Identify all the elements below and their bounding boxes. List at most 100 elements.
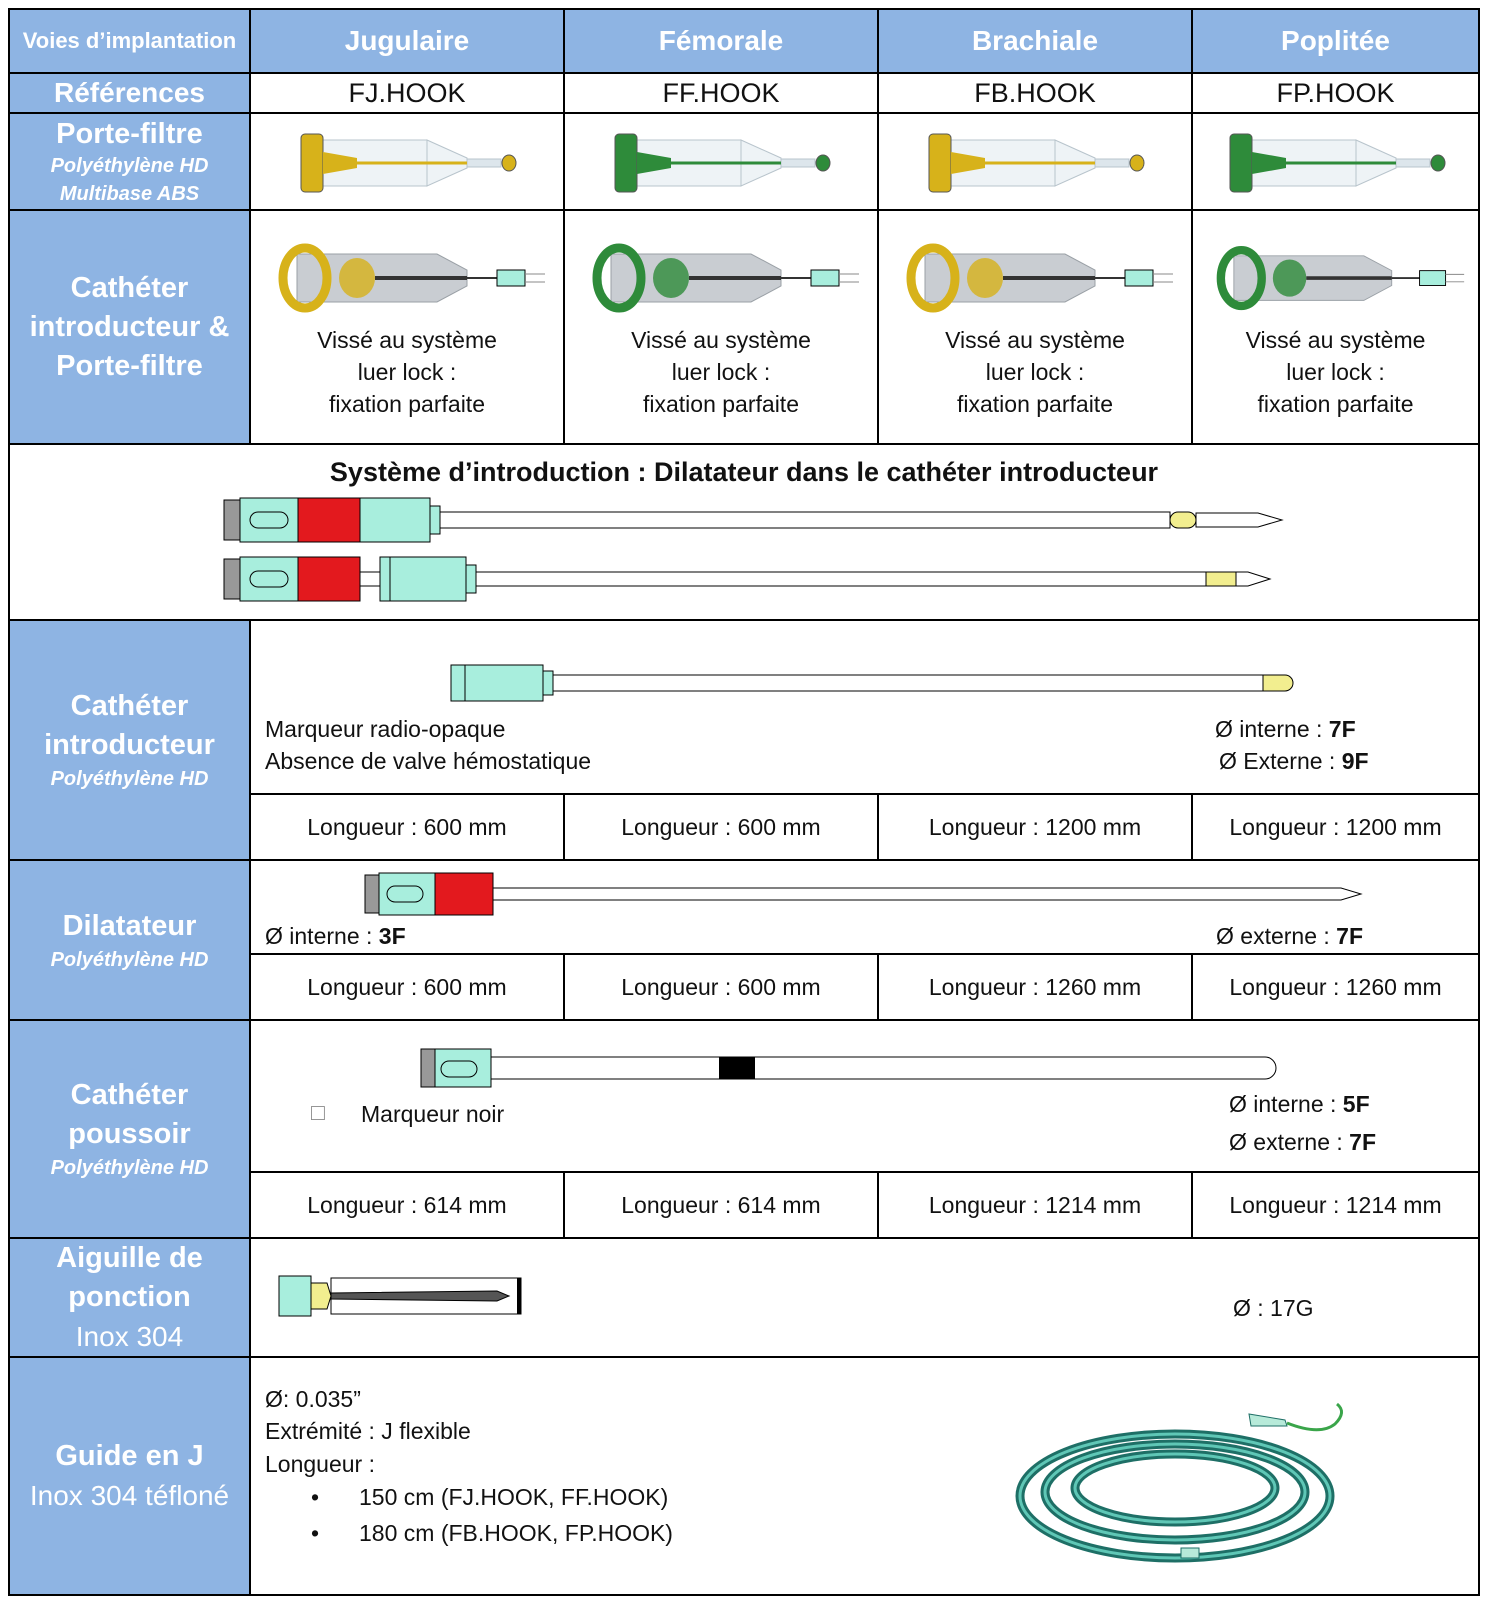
checkbox-icon: □ xyxy=(311,1099,325,1125)
catheter-intro-title-1: Cathéter xyxy=(70,690,189,722)
external-value: 7F xyxy=(1349,1129,1377,1155)
reference-fp: FP.HOOK xyxy=(1191,72,1480,114)
length-cell: Longueur : 600 mm xyxy=(249,793,565,861)
porte-filtre-image-cell xyxy=(249,112,565,211)
internal-value: 7F xyxy=(1328,716,1356,742)
vissé-line-2: luer lock : xyxy=(671,359,771,385)
aiguille-label: Aiguille de ponction Inox 304 xyxy=(8,1237,251,1358)
catheter-introducer-drawing xyxy=(450,664,1294,702)
poussoir-internal: Ø interne : 5F xyxy=(1229,1091,1370,1118)
poussoir-marker: Marqueur noir xyxy=(361,1101,505,1127)
guide-title: Guide en J xyxy=(55,1440,204,1472)
guide-row: Guide en J Inox 304 téfloné Ø: 0.035” Ex… xyxy=(8,1356,1480,1596)
catheter-intro-detail: Marqueur radio-opaque Absence de valve h… xyxy=(249,619,1480,795)
porte-filtre-material-2: Multibase ABS xyxy=(59,182,200,205)
header-row: Voies d’implantation Jugulaire Fémorale … xyxy=(8,8,1480,74)
length-cell: Longueur : 1214 mm xyxy=(1191,1171,1480,1239)
internal-label: Ø interne : xyxy=(265,923,379,949)
porte-filtre-material-1: Polyéthylène HD xyxy=(50,154,209,177)
filter-holder-image xyxy=(614,133,831,192)
dilatateur-internal: Ø interne : 3F xyxy=(265,923,406,950)
catheter-holder-image xyxy=(1216,246,1464,311)
vissé-line-1: Vissé au système xyxy=(631,327,811,353)
catheter-porte-title-3: Porte-filtre xyxy=(56,349,203,382)
catheter-porte-title-1: Cathéter xyxy=(70,271,189,304)
catheter-porte-cell: Vissé au système luer lock : fixation pa… xyxy=(1191,209,1480,445)
vissé-line-2: luer lock : xyxy=(357,359,457,385)
guide-diameter: Ø: 0.035” xyxy=(265,1386,361,1412)
assembled-system xyxy=(223,497,1284,543)
catheter-porte-label: Cathéter introducteur & Porte-filtre xyxy=(8,209,251,445)
dilatateur-detail: Ø interne : 3F Ø externe : 7F xyxy=(249,859,1480,955)
j-guide-wire-drawing xyxy=(1015,1402,1343,1563)
catheter-intro-external: Ø Externe : 9F xyxy=(1219,748,1369,775)
dilatateur-lengths: Longueur : 600 mm Longueur : 600 mm Long… xyxy=(9,953,1480,1021)
header-corner: Voies d’implantation xyxy=(8,8,251,74)
porte-filtre-label: Porte-filtre Polyéthylène HD Multibase A… xyxy=(8,112,251,211)
catheter-holder-image xyxy=(906,243,1173,313)
reference-fj: FJ.HOOK xyxy=(249,72,565,114)
header-corner-text: Voies d’implantation xyxy=(22,28,237,53)
catheter-intro-internal: Ø interne : 7F xyxy=(1215,716,1356,743)
aiguille-title-1: Aiguille de xyxy=(56,1242,203,1274)
catheter-porte-row: Cathéter introducteur & Porte-filtre Vis… xyxy=(8,209,1480,445)
dilatateur-material: Polyéthylène HD xyxy=(50,948,209,971)
vissé-line-1: Vissé au système xyxy=(317,327,497,353)
internal-label: Ø interne : xyxy=(1215,716,1329,742)
filter-holder-image xyxy=(928,133,1145,192)
references-label: Références xyxy=(8,72,251,114)
aiguille-material: Inox 304 xyxy=(75,1321,184,1352)
poussoir-detail: □ Marqueur noir Ø interne : 5F Ø externe… xyxy=(249,1019,1480,1173)
internal-value: 5F xyxy=(1342,1091,1370,1117)
external-label: Ø Externe : xyxy=(1219,748,1342,774)
length-cell: Longueur : 1200 mm xyxy=(877,793,1193,861)
vissé-line-1: Vissé au système xyxy=(1245,327,1426,353)
guide-length-1: 150 cm (FJ.HOOK, FF.HOOK) xyxy=(359,1484,669,1510)
vissé-line-3: fixation parfaite xyxy=(1257,391,1414,417)
catheter-porte-cell: Vissé au système luer lock : fixation pa… xyxy=(563,209,879,445)
reference-fb: FB.HOOK xyxy=(877,72,1193,114)
length-cell: Longueur : 1214 mm xyxy=(877,1171,1193,1239)
separated-system xyxy=(223,556,1272,602)
external-value: 7F xyxy=(1336,923,1364,949)
vissé-line-2: luer lock : xyxy=(985,359,1085,385)
aiguille-detail: Ø : 17G xyxy=(249,1237,1480,1358)
dilatator-drawing xyxy=(364,872,1363,916)
pusher-catheter-drawing xyxy=(420,1048,1277,1088)
catheter-holder-image xyxy=(592,243,859,313)
systeme-title: Système d’introduction : Dilatateur dans… xyxy=(329,457,1159,487)
guide-detail: Ø: 0.035” Extrémité : J flexible Longueu… xyxy=(249,1356,1480,1596)
external-label: Ø externe : xyxy=(1229,1129,1350,1155)
porte-filtre-title: Porte-filtre xyxy=(56,117,203,150)
guide-bullet: • xyxy=(311,1484,320,1510)
vissé-line-3: fixation parfaite xyxy=(643,391,799,417)
references-row: Références FJ.HOOK FF.HOOK FB.HOOK FP.HO… xyxy=(8,72,1480,114)
dilatateur-external: Ø externe : 7F xyxy=(1216,923,1363,950)
catheter-intro-material: Polyéthylène HD xyxy=(50,768,209,790)
poussoir-label: Cathéter poussoir Polyéthylène HD xyxy=(8,1019,251,1239)
checkbox-marker: □ xyxy=(311,1099,325,1126)
dilatateur-label: Dilatateur Polyéthylène HD xyxy=(8,859,251,1021)
poussoir-row: Cathéter poussoir Polyéthylène HD □ Marq… xyxy=(8,1019,1480,1239)
poussoir-material: Polyéthylène HD xyxy=(50,1157,209,1179)
aiguille-title-2: ponction xyxy=(68,1281,191,1313)
spec-table: Voies d’implantation Jugulaire Fémorale … xyxy=(8,8,1480,1596)
header-brachiale: Brachiale xyxy=(877,8,1193,74)
catheter-holder-image xyxy=(278,243,545,313)
porte-filtre-row: Porte-filtre Polyéthylène HD Multibase A… xyxy=(8,112,1480,211)
guide-material: Inox 304 téfloné xyxy=(29,1480,230,1511)
catheter-intro-valve: Absence de valve hémostatique xyxy=(265,748,592,774)
header-femorale: Fémorale xyxy=(563,8,879,74)
length-cell: Longueur : 1260 mm xyxy=(877,953,1193,1021)
length-cell: Longueur : 600 mm xyxy=(563,953,879,1021)
poussoir-title-1: Cathéter xyxy=(70,1079,189,1111)
catheter-porte-cell: Vissé au système luer lock : fixation pa… xyxy=(877,209,1193,445)
external-value: 9F xyxy=(1341,748,1369,774)
guide-tip: Extrémité : J flexible xyxy=(265,1418,471,1444)
guide-length-2: 180 cm (FB.HOOK, FP.HOOK) xyxy=(359,1520,673,1546)
internal-label: Ø interne : xyxy=(1229,1091,1343,1117)
introduction-system-diagram xyxy=(223,497,1284,602)
aiguille-row: Aiguille de ponction Inox 304 Ø : 17G xyxy=(8,1237,1480,1358)
vissé-line-3: fixation parfaite xyxy=(329,391,485,417)
